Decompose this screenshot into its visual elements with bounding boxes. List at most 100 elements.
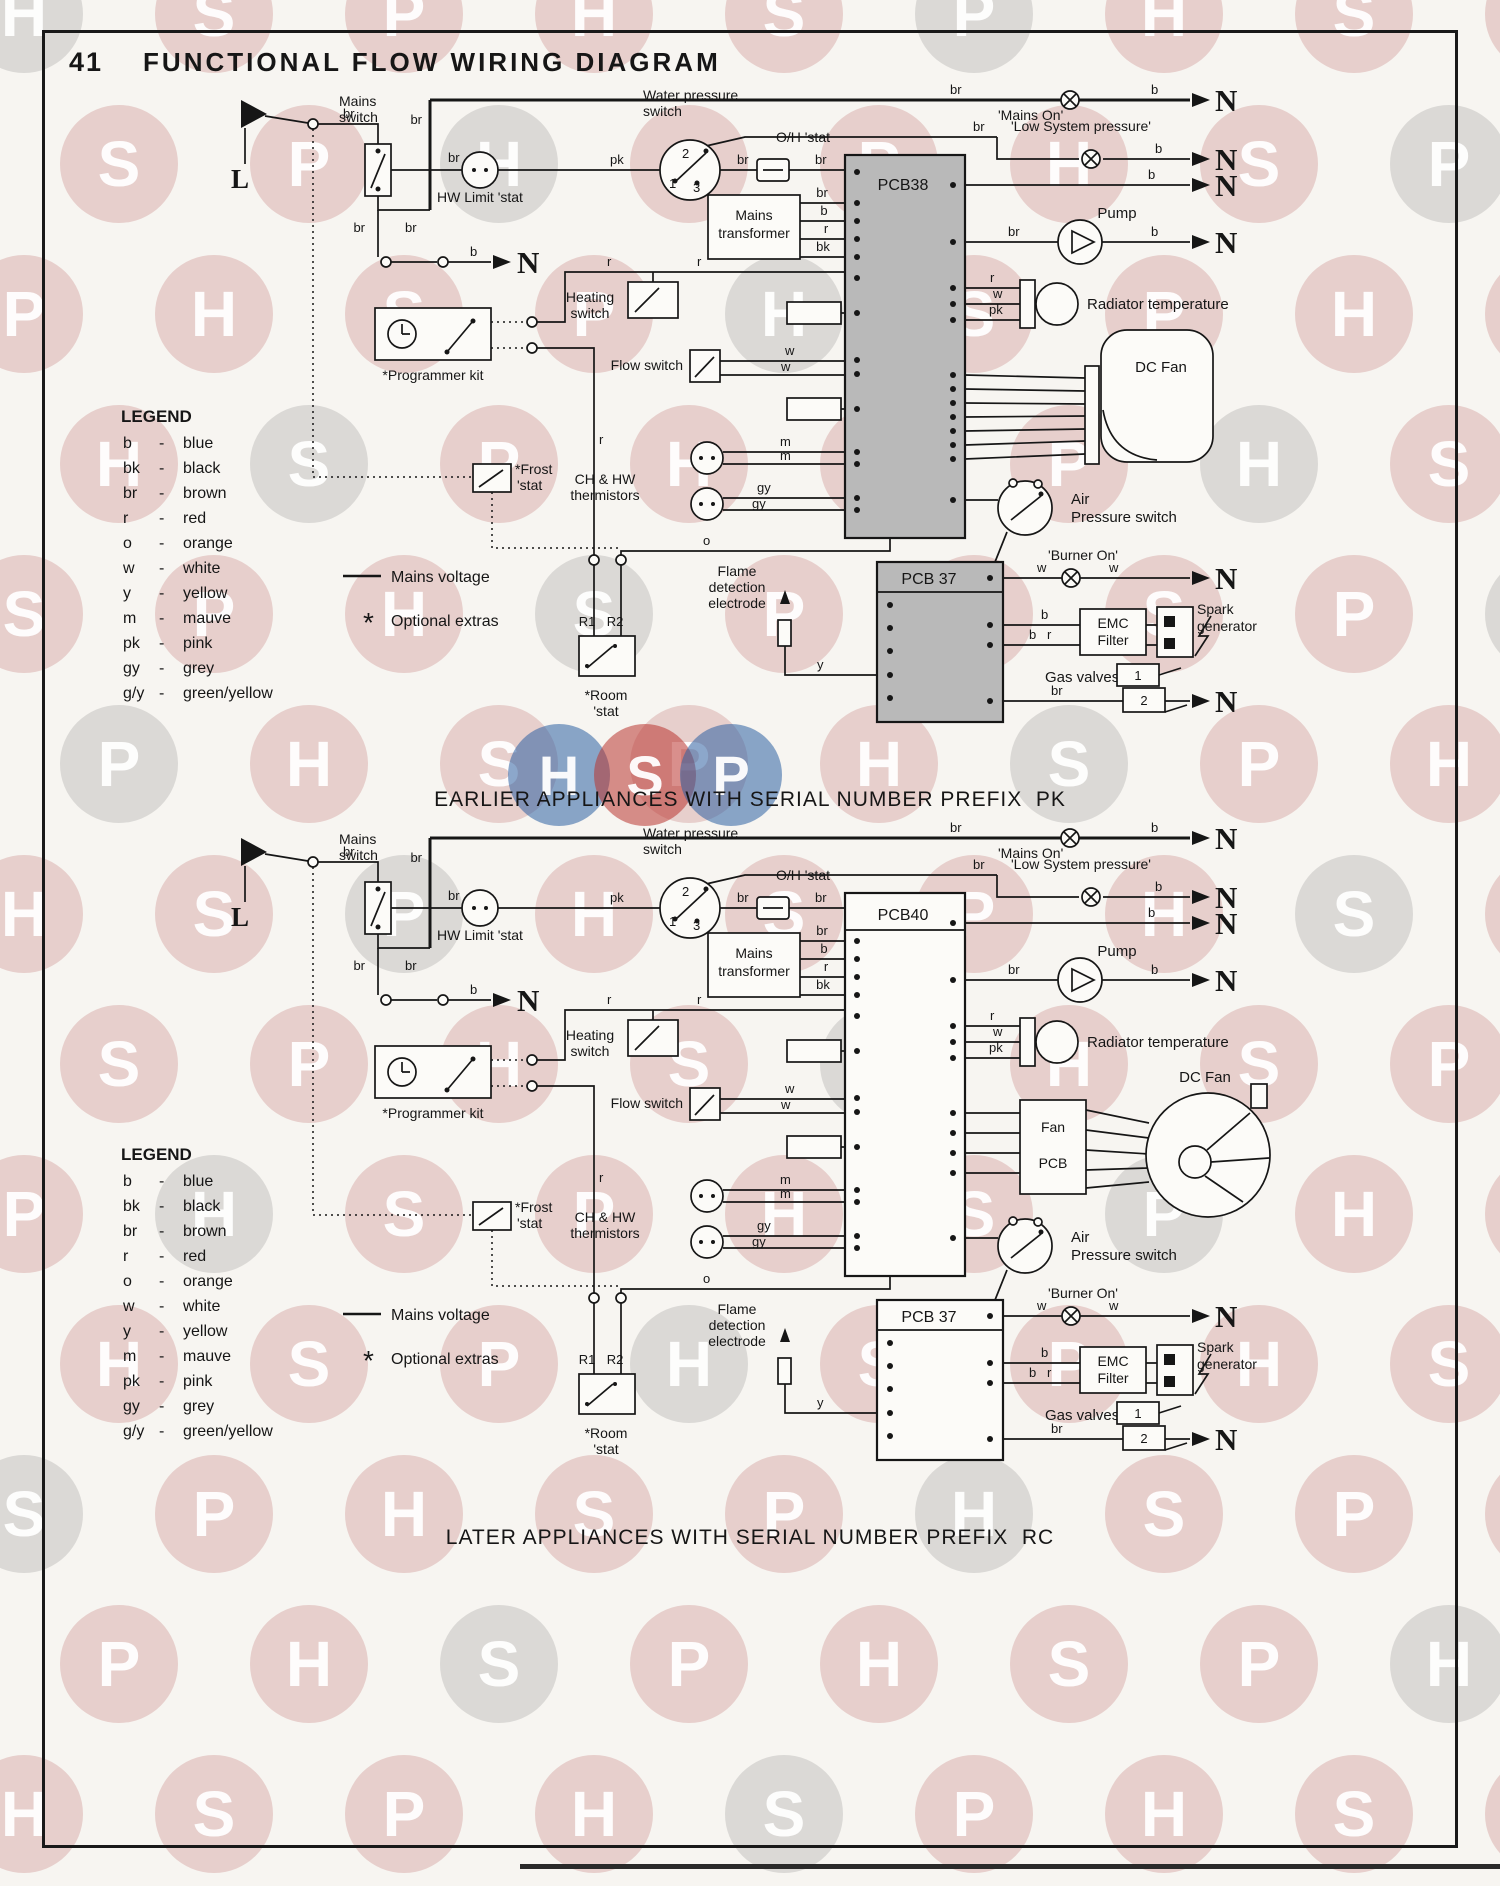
spark-generator-label: generator <box>1197 618 1257 634</box>
diagram-shape <box>620 1276 891 1293</box>
water-pressure-switch: Water pressure switch 2 1 3 br <box>643 825 757 939</box>
programmer-kit: *Programmer kit <box>374 307 538 383</box>
wire-label-r: r <box>990 270 995 285</box>
diagram-shape <box>950 456 956 462</box>
diagram-shape <box>588 1292 600 1304</box>
legend-name: yellow <box>183 585 228 602</box>
wire-label-pk: pk <box>989 302 1003 317</box>
diagram-shape <box>1033 1217 1043 1227</box>
watermark-letter: P <box>250 1005 368 1123</box>
diagram-shape <box>854 310 860 316</box>
diagram-shape <box>950 442 956 448</box>
diagram-shape <box>620 538 891 555</box>
diagram-shape <box>659 877 721 939</box>
legend-dash: - <box>159 1373 164 1390</box>
pcb37-label: PCB 37 <box>901 1309 956 1326</box>
diagram-shape <box>672 178 678 184</box>
diagram-shape <box>1178 1145 1212 1179</box>
legend-dash: - <box>159 560 164 577</box>
diagram-shape <box>690 487 724 521</box>
diagram-shape <box>1192 831 1210 845</box>
diagram-shape <box>854 1095 860 1101</box>
frost-stat-label: *Frost <box>515 461 552 477</box>
diagram-shape <box>777 1357 792 1385</box>
wire-label-b: b <box>470 982 477 997</box>
diagram-shape <box>711 502 715 506</box>
diagram-shape <box>965 287 1020 321</box>
diagram-shape <box>1122 687 1166 713</box>
neutral-terminal-label: N <box>1215 168 1237 203</box>
diagram-shape <box>786 1135 842 1159</box>
watermark-letter: S <box>1390 405 1500 523</box>
legend-name: orange <box>183 1273 233 1290</box>
diagram-shape <box>615 554 627 566</box>
legend-dash: - <box>159 685 164 702</box>
frost-stat-label: 'stat <box>517 477 542 493</box>
diagram-shape <box>950 1170 956 1176</box>
diagram-shape <box>1102 409 1158 461</box>
neutral-terminal-label: N <box>1215 1299 1237 1334</box>
diagram-shape <box>1158 667 1188 713</box>
watermark-letter: S <box>1105 1455 1223 1573</box>
wire-label-r: r <box>824 959 829 974</box>
diagram-shape <box>987 1360 993 1366</box>
diagram-shape <box>690 441 724 475</box>
diagram-shape <box>1071 229 1096 255</box>
diagram-shape <box>437 256 449 268</box>
neutral-terminal-label: N <box>517 245 539 280</box>
wire-label-w: w <box>1036 560 1047 575</box>
wire-label-br: br <box>737 890 749 905</box>
watermark-letter: P <box>155 555 273 673</box>
programmer-kit-label: *Programmer kit <box>382 1105 483 1121</box>
wire-label-br: br <box>816 923 828 938</box>
wire-label-br: br <box>1008 962 1020 977</box>
spark-generator-label: generator <box>1197 1356 1257 1372</box>
wire-label-b: b <box>820 203 827 218</box>
diagram-shape <box>1192 1432 1210 1446</box>
dc-fan: DC Fan <box>964 329 1214 465</box>
watermark-letter: P <box>155 1455 273 1573</box>
mains-switch-label: switch <box>339 109 378 125</box>
diagram-shape <box>887 1433 893 1439</box>
room-stat-circuit: R1 R2 *Room 'stat o r <box>537 347 891 719</box>
low-system-pressure-label: 'Low System pressure' <box>1011 856 1151 872</box>
emc-filter-label: Filter <box>1097 632 1128 648</box>
diagram-shape <box>854 1144 860 1150</box>
diagram-shape <box>375 886 381 892</box>
heating-switch-label: Heating <box>566 1027 614 1043</box>
diagram-shape <box>478 469 504 488</box>
diagram-shape <box>1064 571 1078 585</box>
wire-label-br: br <box>353 958 365 973</box>
thermistors-label: CH & HW <box>575 471 636 487</box>
terminal-1-label: 1 <box>669 914 676 929</box>
diagram-shape <box>777 619 792 647</box>
diagram-shape <box>1158 1405 1188 1451</box>
gas-valves-label: Gas valves <box>1045 1407 1119 1424</box>
legend-name: mauve <box>183 1348 231 1365</box>
watermark-letter: P <box>1390 1005 1500 1123</box>
diagram-shape <box>1035 1020 1079 1064</box>
diagram-shape <box>950 414 956 420</box>
diagram-shape <box>401 1062 410 1073</box>
air-pressure-label: Pressure switch <box>1071 1247 1177 1264</box>
diagram-shape <box>854 1109 860 1115</box>
diagram-shape <box>264 115 309 124</box>
watermark-letter: H <box>155 255 273 373</box>
legend-name: black <box>183 1198 221 1215</box>
diagram-shape <box>401 324 410 335</box>
watermark-letter: P <box>1295 555 1413 673</box>
diagram-shape <box>461 889 499 927</box>
diagram-shape <box>786 1039 842 1063</box>
watermark-letter: S <box>1295 1755 1413 1873</box>
diagram-shape <box>705 136 997 147</box>
diagram-shape <box>854 974 860 980</box>
diagram-shape <box>854 1199 860 1205</box>
diagram-shape <box>1084 152 1098 166</box>
diagram-shape <box>996 137 1079 160</box>
diagram-shape <box>437 994 449 1006</box>
diagram-shape <box>854 495 860 501</box>
diagram-shape <box>950 1150 956 1156</box>
legend-title: LEGEND <box>121 407 192 426</box>
diagram-shape <box>1033 479 1043 489</box>
